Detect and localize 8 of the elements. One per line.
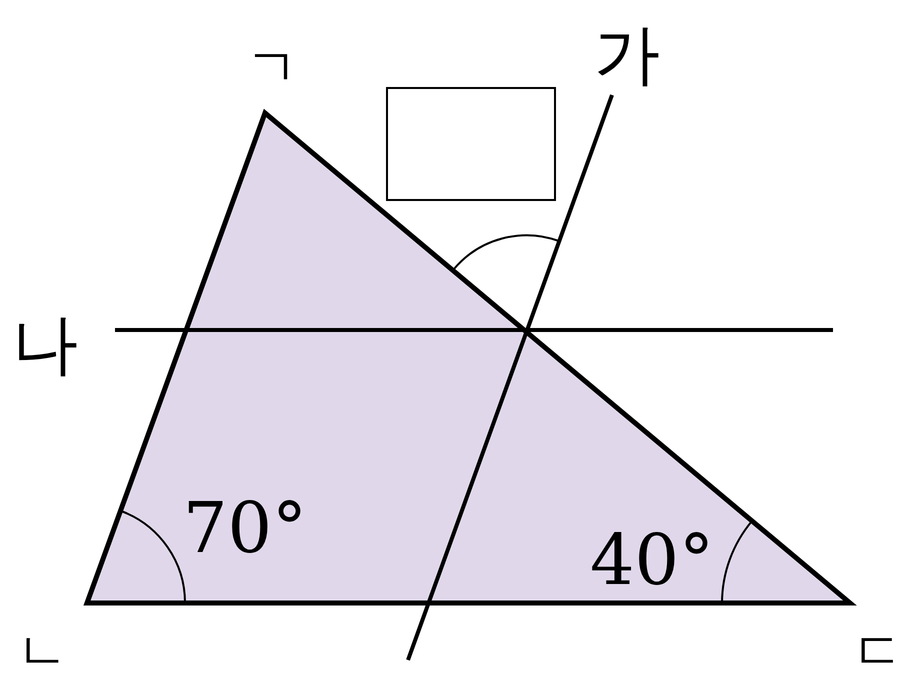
- vertex-label: ㄴ: [16, 626, 68, 678]
- answer-box: [386, 87, 556, 201]
- line-label: 나: [12, 312, 78, 378]
- vertex-label: ㄷ: [852, 626, 904, 678]
- angle-label: 40°: [590, 525, 714, 595]
- vertex-label: ㄱ: [246, 42, 298, 94]
- angle-label: 70°: [182, 493, 308, 563]
- line-label: 가: [594, 22, 660, 88]
